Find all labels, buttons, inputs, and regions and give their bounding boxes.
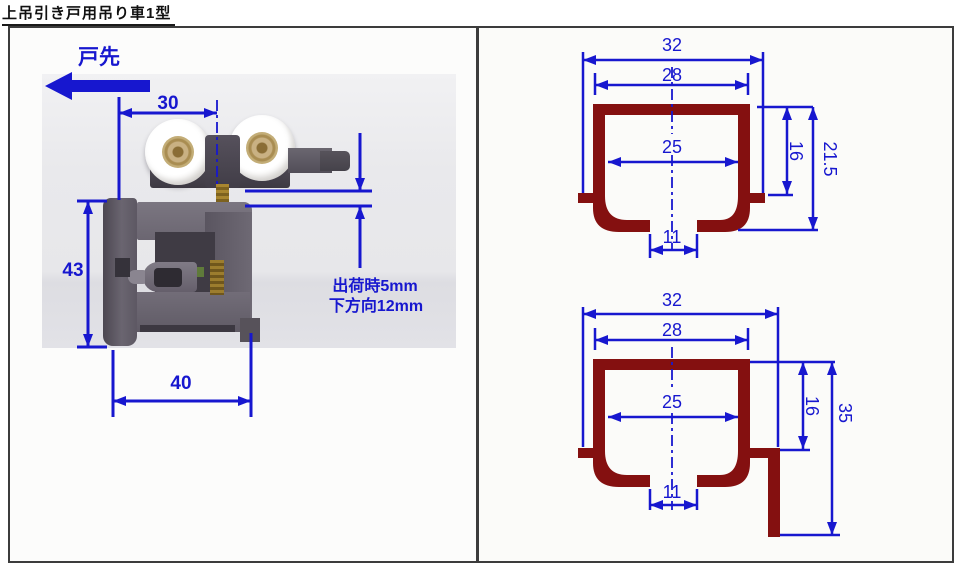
dim-inner-top-width: 28 xyxy=(593,65,750,95)
dim-side-height: 16 xyxy=(757,105,813,197)
dim-label: 11 xyxy=(663,227,682,247)
dim-label: 40 xyxy=(170,373,191,394)
door-edge-direction: 戸先 xyxy=(45,46,150,100)
dim-body-height: 43 xyxy=(62,199,107,349)
dim-label: 16 xyxy=(802,396,822,416)
adjustment-note-2: 下方向12mm xyxy=(329,296,423,315)
spring-clip xyxy=(197,267,204,277)
rail-drawings-panel: 32 28 25 11 xyxy=(477,26,954,563)
bottom-rail-section: 32 28 25 11 xyxy=(578,290,855,537)
rail-drawings: 32 28 25 11 xyxy=(578,35,855,537)
door-edge-label: 戸先 xyxy=(78,46,120,69)
dim-label: 28 xyxy=(662,65,682,85)
dim-outer-width: 32 xyxy=(581,35,765,193)
dim-label: 30 xyxy=(157,93,178,114)
dim-label: 25 xyxy=(662,137,682,157)
roller-left-hub xyxy=(162,136,194,168)
dim-slot-width: 11 xyxy=(648,482,699,510)
dim-total-height: 35 xyxy=(780,362,855,537)
dim-label: 25 xyxy=(662,392,682,412)
dim-inner-width: 25 xyxy=(608,134,738,167)
page-title: 上吊引き戸用吊り車1型 xyxy=(2,2,176,26)
jaw-extension xyxy=(240,318,260,342)
top-rail-section: 32 28 25 11 xyxy=(578,35,840,258)
cylinder-boss-tip xyxy=(128,270,145,284)
adjust-screw-lower xyxy=(210,260,224,295)
product-photo xyxy=(42,74,456,348)
rail-profile xyxy=(578,359,780,537)
dim-label: 28 xyxy=(662,320,682,340)
pin-shaft-tip xyxy=(320,151,350,171)
dim-label: 32 xyxy=(662,290,682,310)
rail-profile xyxy=(578,104,765,232)
adjustment-callout: 出荷時5mm 下方向12mm xyxy=(245,133,423,315)
dim-body-width: 40 xyxy=(111,333,253,417)
dim-side-height: 16 xyxy=(750,360,835,452)
door-edge-arrow xyxy=(45,72,150,100)
left-dimension-overlay: 戸先 30 43 40 出荷 xyxy=(45,46,423,417)
photo-panel: 戸先 30 43 40 出荷 xyxy=(8,26,478,563)
dim-slot-width: 11 xyxy=(648,227,699,258)
dim-total-height: 21.5 xyxy=(738,107,840,232)
center-bracket xyxy=(205,135,240,188)
dim-inner-width: 25 xyxy=(608,389,738,422)
dim-label: 35 xyxy=(835,403,855,423)
roller-right-hub xyxy=(246,132,278,164)
dim-label: 16 xyxy=(786,141,806,161)
dim-outer-width: 32 xyxy=(581,290,780,447)
plate-notch xyxy=(115,258,130,277)
dim-roller-span: 30 xyxy=(117,93,218,200)
dim-label: 21.5 xyxy=(820,141,840,176)
jaw-shadow xyxy=(140,325,235,332)
cylinder-bore xyxy=(154,268,182,287)
dim-label: 32 xyxy=(662,35,682,55)
dim-inner-top-width: 28 xyxy=(593,320,750,350)
dim-label: 11 xyxy=(663,482,682,502)
adjustment-note-1: 出荷時5mm xyxy=(332,276,417,295)
dim-label: 43 xyxy=(62,260,83,281)
